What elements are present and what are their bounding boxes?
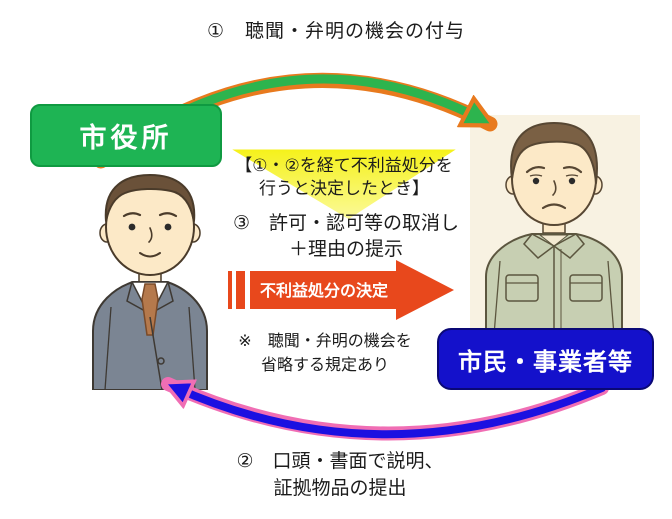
omission-note: ※ 聴聞・弁明の機会を 省略する規定あり xyxy=(206,330,444,378)
step2-line1: ② 口頭・書面で説明、 xyxy=(236,451,444,472)
city-hall-label: 市役所 xyxy=(79,123,173,153)
step2-line2: 証拠物品の提出 xyxy=(273,478,407,499)
citizens-box: 市民・事業者等 xyxy=(437,328,654,390)
condition-line1: 【①・②を経て不利益処分を xyxy=(235,156,453,175)
step3-line2: ＋理由の提示 xyxy=(288,239,403,260)
condition-line2: 行うと決定したとき】 xyxy=(259,179,429,198)
step2-label: ② 口頭・書面で説明、 証拠物品の提出 xyxy=(196,448,484,502)
citizens-label: 市民・事業者等 xyxy=(458,348,633,376)
step3-line1: ③ 許可・認可等の取消し xyxy=(232,213,460,234)
bottom-arc-arrow-icon xyxy=(128,377,609,441)
decision-arrow-label: 不利益処分の決定 xyxy=(260,281,388,300)
note-line1: ※ 聴聞・弁明の機会を xyxy=(238,333,412,350)
city-hall-box: 市役所 xyxy=(30,104,222,167)
step1-label: ① 聴聞・弁明の機会の付与 xyxy=(206,21,466,42)
decision-arrow-icon: 不利益処分の決定 xyxy=(228,260,454,320)
condition-note: 【①・②を経て不利益処分を 行うと決定したとき】 xyxy=(230,148,458,222)
city-official-illustration xyxy=(92,174,208,390)
citizen-illustration xyxy=(470,115,640,335)
step3-label: ③ 許可・認可等の取消し ＋理由の提示 xyxy=(220,211,472,263)
note-line2: 省略する規定あり xyxy=(260,357,389,374)
